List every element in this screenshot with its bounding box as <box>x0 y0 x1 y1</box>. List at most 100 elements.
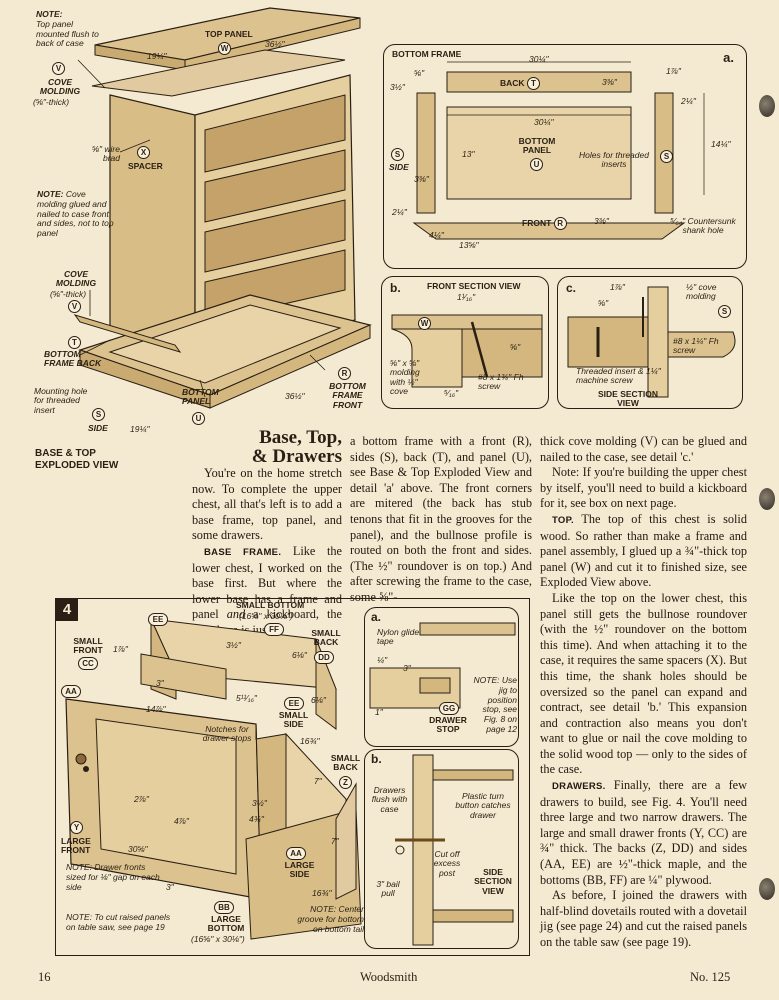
label-small-bottom: SMALL BOTTOM <box>236 600 305 610</box>
dim-5-16: ⁵⁄₁₆" <box>444 388 459 398</box>
dim-3-38-b: 3⅜" <box>414 174 429 184</box>
label-cove-thick: (⅝"-thick) <box>33 97 70 107</box>
dim-3-38: 3⅜" <box>602 77 617 87</box>
note-cove: NOTE: Cove molding glued and nailed to c… <box>37 189 115 239</box>
heading-line-2: & Drawers <box>251 446 342 467</box>
dim-13: 13" <box>462 149 475 159</box>
dim-2-25: 2¼" <box>681 96 696 106</box>
detail-b-drawing <box>391 314 543 388</box>
exploded-view-drawing <box>73 7 372 409</box>
label-cove-molding-2: COVE MOLDING <box>55 269 97 289</box>
code-aa: AA <box>61 685 81 698</box>
label-front: FRONT R <box>522 217 567 230</box>
exploded-view-title: BASE & TOP EXPLODED VIEW <box>35 448 119 471</box>
col3-p5-text: Finally, there are a few drawers to buil… <box>540 778 747 887</box>
article-column-2: a bottom frame with a front (R), sides (… <box>350 434 532 606</box>
dim-4-78: 4⅞" <box>174 816 189 826</box>
dim-16-34-b: 16¾" <box>312 888 332 898</box>
detail-letter: c. <box>566 281 577 295</box>
label-plastic: Plastic turn button catches drawer <box>455 791 511 820</box>
article-column-1: You're on the home stretch now. To compl… <box>192 466 342 639</box>
label-spacer: SPACER <box>128 161 163 171</box>
label-countersunk: ⁵⁄₆₄" Countersunk shank hole <box>670 216 736 236</box>
label-small-back: SMALL BACK <box>311 628 341 648</box>
detail-letter: b. <box>390 281 401 295</box>
dim-1-78: 1⅞" <box>666 66 681 76</box>
code-s: S <box>391 148 404 161</box>
label-cutoff: Cut off excess post <box>433 849 461 878</box>
dim-14: ¼" <box>377 655 388 665</box>
label-notches: Notches for drawer stops <box>202 724 252 744</box>
label-nylon: Nylon glide tape <box>377 627 420 647</box>
dim-3: 3" <box>156 678 164 688</box>
dim-3-38-c: 3⅜" <box>594 216 609 226</box>
col3-paragraph-5: DRAWERS. Finally, there are a few drawer… <box>540 778 747 888</box>
label-bottom-panel: BOTTOM PANEL <box>182 387 219 407</box>
dim-1-116: 1¹⁄₁₆" <box>457 292 476 302</box>
label-large-bottom-dim: (16⅝" x 30⅛") <box>191 934 245 944</box>
detail-b-front-section: b. FRONT SECTION VIEW 1¹⁄₁₆" W ⅝" ⅝" x ⅝… <box>381 276 549 409</box>
dim-7: 7" <box>314 776 322 786</box>
dim-36-5: 36½" <box>265 39 285 49</box>
code-cc: CC <box>78 657 98 670</box>
article-heading: Base, Top, & Drawers <box>222 428 342 466</box>
code-u: U <box>192 412 205 425</box>
binder-hole-middle <box>759 488 775 510</box>
dim-2-78: 2⅞" <box>134 794 149 804</box>
label-side: SIDE <box>88 423 108 433</box>
detail-letter: a. <box>723 50 734 65</box>
code-t: T <box>68 336 81 349</box>
note-text: Cove molding glued and nailed to case fr… <box>37 189 114 239</box>
dim-5-8: ⅝" <box>510 342 521 352</box>
dim-5-8: ⅝" <box>598 298 609 308</box>
dim-14-25: 14¼" <box>711 139 731 149</box>
label-side: SIDE <box>389 162 409 172</box>
label-cove-molding: COVE MOLDING <box>39 77 81 97</box>
detail-title: SIDE SECTION VIEW <box>598 389 658 409</box>
dim-6-18-b: 6⅛" <box>311 695 326 705</box>
dim-2-25-b: 2¼" <box>392 207 407 217</box>
label-small-bottom-dim: (16⅝" x 30⅛") <box>239 611 293 621</box>
label-cove: ½" cove molding <box>686 282 717 302</box>
figure-number: 4 <box>56 599 78 621</box>
label-bottom-frame: BOTTOM FRAME <box>392 49 462 59</box>
label-screw: #8 x 1¾" Fh screw <box>478 372 524 392</box>
code-ff: FF <box>264 623 284 636</box>
fig4b-title: SIDE SECTION VIEW <box>474 867 512 896</box>
label-drawer-stop: DRAWER STOP <box>429 715 467 735</box>
col1-p2-em: and <box>226 607 246 622</box>
heading-line-1: Base, Top, <box>259 427 342 448</box>
issue-number: No. 125 <box>690 970 731 984</box>
fig4-detail-a: a. Nylon glide tape ¼" 3" 1" GG DRAWER S… <box>364 607 519 747</box>
dim-3-12-b: 3½" <box>252 798 267 808</box>
dim-19-25: 19¼" <box>147 51 167 61</box>
label-bottom-frame-front: BOTTOM FRAME FRONT <box>329 381 366 410</box>
code-w: W <box>418 317 431 330</box>
label-holes: Holes for threaded inserts <box>579 150 649 170</box>
col3-paragraph-4: Like the top on the lower chest, this pa… <box>540 590 747 777</box>
label-small-back-z: SMALL BACK <box>330 753 361 773</box>
col3-paragraph-6: As before, I joined the drawers with hal… <box>540 888 747 949</box>
dim-1: 1" <box>375 707 383 717</box>
code-t: T <box>526 77 540 90</box>
code-ee-mid: EE <box>284 697 304 710</box>
code-s-right: S <box>660 150 673 163</box>
detail-letter: b. <box>371 752 382 766</box>
dim-3-12: 3½" <box>226 640 241 650</box>
fig4a-drawing <box>369 622 516 709</box>
label-top-panel: TOP PANEL <box>205 29 253 39</box>
label-drawers-flush: Drawers flush with case <box>371 785 408 814</box>
code-s: S <box>718 305 731 318</box>
code-z: Z <box>339 776 352 789</box>
label-molding: ⅝" x ⅝" molding with ½" cove <box>390 358 420 397</box>
label-cove-thick-2: (⅝"-thick) <box>50 289 87 299</box>
note-label: NOTE: <box>36 9 63 19</box>
label-front-text: FRONT <box>522 218 552 228</box>
detail-c-drawing <box>567 286 736 398</box>
dim-19-25-b: 19¼" <box>130 424 150 434</box>
dim-13-58: 13⅝" <box>459 240 479 250</box>
note-center: NOTE: Center groove for bottom on bottom… <box>297 904 364 934</box>
binder-hole-bottom <box>759 878 775 900</box>
label-bottom-panel: BOTTOM PANEL <box>518 136 556 156</box>
article-column-3: thick cove molding (V) can be glued and … <box>540 434 747 951</box>
